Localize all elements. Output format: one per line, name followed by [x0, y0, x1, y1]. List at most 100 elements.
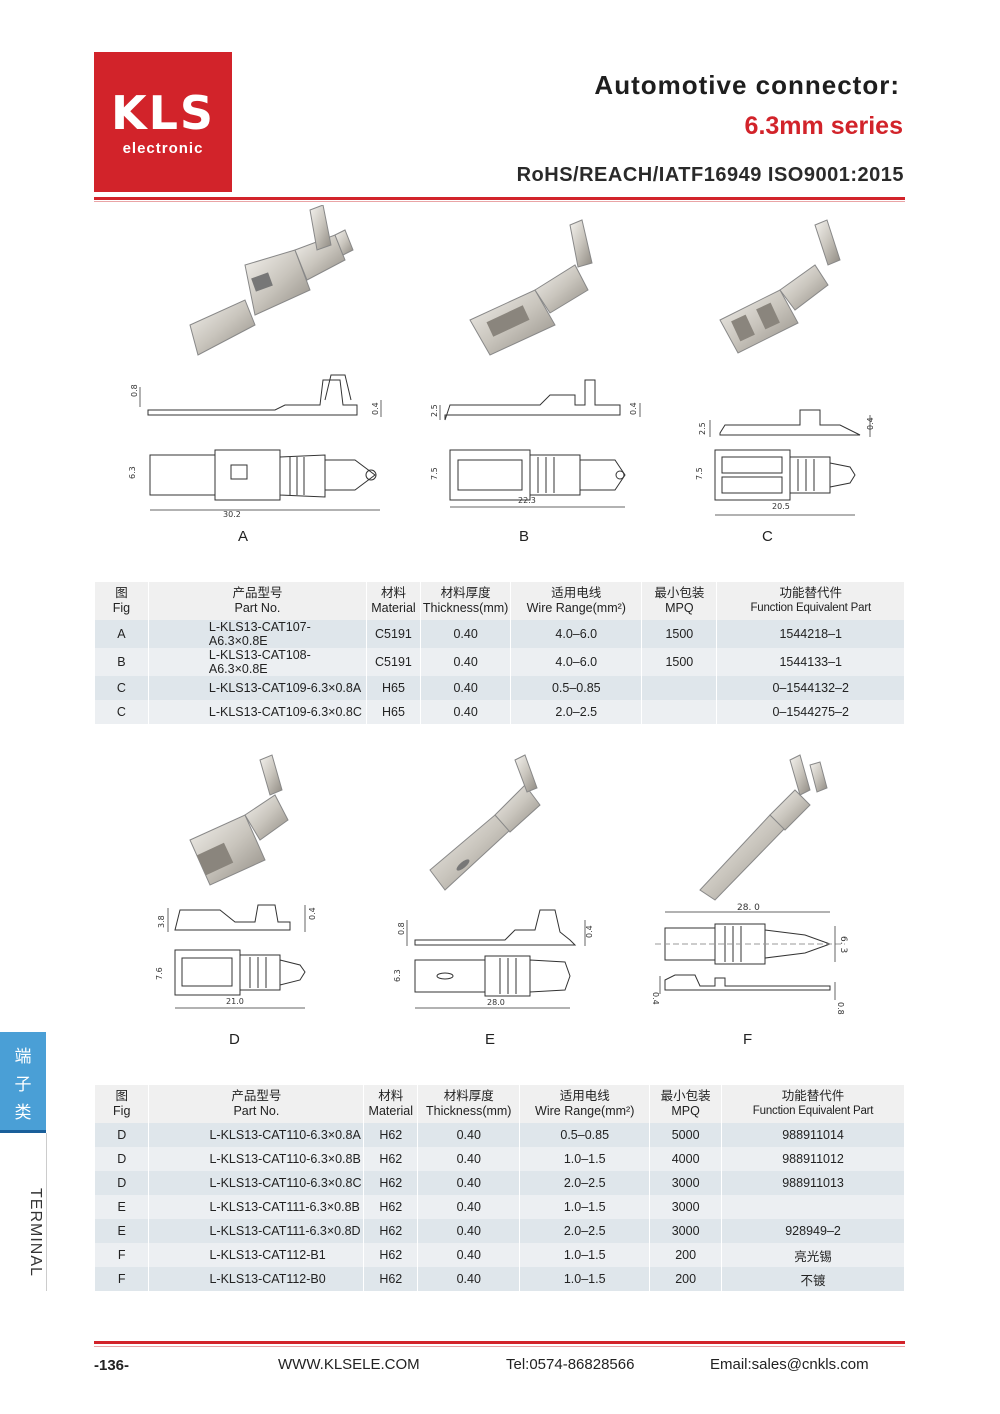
cell-part: L-KLS13-CAT111-6.3×0.8B [148, 1195, 365, 1219]
table-row: D L-KLS13-CAT110-6.3×0.8B H62 0.40 1.0–1… [95, 1147, 905, 1171]
cell-mpq [641, 700, 718, 724]
dim-length-d: 21.0 [226, 997, 244, 1006]
cell-wire: 4.0–6.0 [510, 648, 643, 676]
side-tab-char-3: 类 [14, 1103, 32, 1122]
side-tab-terminal: TERMINAL [27, 1188, 44, 1277]
table-row: D L-KLS13-CAT110-6.3×0.8C H62 0.40 2.0–2… [95, 1171, 905, 1195]
cell-thickness: 0.40 [417, 1243, 521, 1267]
figure-label-e: E [485, 1031, 496, 1048]
cell-wire: 2.0–2.5 [519, 1171, 651, 1195]
cell-fig: D [95, 1171, 150, 1195]
cell-part: L-KLS13-CAT108-A6.3×0.8E [148, 648, 368, 676]
cell-fig: A [95, 620, 149, 648]
side-tab-category: 端 子 类 [0, 1032, 46, 1132]
footer-website[interactable]: WWW.KLSELE.COM [278, 1356, 420, 1373]
cell-mpq: 5000 [649, 1123, 723, 1147]
cell-material: H62 [363, 1171, 419, 1195]
cell-mpq [641, 676, 718, 700]
dim-width-f: 6. 3 [838, 936, 848, 953]
dim-thick-e: 0.8 [397, 922, 406, 935]
cell-equiv: 988911014 [721, 1123, 905, 1147]
top-view-e [414, 955, 571, 1009]
table-row: F L-KLS13-CAT112-B0 H62 0.40 1.0–1.5 200… [95, 1267, 905, 1291]
cell-equiv: 988911013 [721, 1171, 905, 1195]
cell-thickness: 0.40 [420, 676, 512, 700]
side-view-f [659, 974, 836, 1000]
figure-label-f: F [743, 1031, 753, 1048]
top-view-d [174, 949, 306, 1009]
cell-wire: 4.0–6.0 [510, 620, 643, 648]
cell-part: L-KLS13-CAT112-B1 [148, 1243, 365, 1267]
cell-material: H65 [366, 676, 421, 700]
cell-mpq: 1500 [641, 648, 718, 676]
side-view-c [709, 409, 871, 437]
dim-thick-b: 2.5 [430, 404, 439, 417]
cell-fig: C [95, 700, 149, 724]
cell-fig: D [95, 1123, 150, 1147]
table-row: A L-KLS13-CAT107-A6.3×0.8E C5191 0.40 4.… [95, 620, 905, 648]
cell-mpq: 200 [649, 1267, 723, 1291]
cell-thickness: 0.40 [417, 1171, 521, 1195]
top-view-f [655, 911, 845, 965]
cell-equiv: 0–1544275–2 [716, 700, 905, 724]
cell-equiv: 亮光锡 [721, 1243, 905, 1267]
terminal-photo-c [719, 219, 841, 354]
cell-mpq: 200 [649, 1243, 723, 1267]
cell-equiv: 0–1544132–2 [716, 676, 905, 700]
table-row: C L-KLS13-CAT109-6.3×0.8C H65 0.40 2.0–2… [95, 700, 905, 724]
cell-mpq: 3000 [649, 1171, 723, 1195]
logo-subtext: electronic [122, 140, 204, 157]
cell-part: L-KLS13-CAT109-6.3×0.8C [148, 700, 368, 724]
cell-material: H62 [363, 1123, 419, 1147]
cell-part: L-KLS13-CAT110-6.3×0.8A [148, 1123, 365, 1147]
figure-e-drawing: 0.8 0.4 6.3 28.0 [393, 754, 594, 1009]
footer-email[interactable]: Email:sales@cnkls.com [710, 1356, 869, 1373]
terminal-photo-d [189, 754, 289, 886]
cell-wire: 2.0–2.5 [519, 1219, 651, 1243]
dim-thick-f: 0.8 [836, 1002, 845, 1015]
cell-thickness: 0.40 [420, 700, 512, 724]
side-tab-divider [0, 1130, 46, 1133]
figure-f-drawing: 28. 0 6. 3 0.4 0.8 [651, 754, 848, 1015]
page-number: -136- [94, 1357, 130, 1374]
certifications: RoHS/REACH/IATF16949 ISO9001:2015 [516, 164, 904, 186]
dim-width-d: 7.6 [155, 967, 164, 980]
side-view-e [406, 909, 586, 946]
cell-material: C5191 [366, 620, 421, 648]
cell-part: L-KLS13-CAT112-B0 [148, 1267, 365, 1291]
cell-equiv: 1544218–1 [716, 620, 905, 648]
cell-wire: 1.0–1.5 [519, 1147, 651, 1171]
cell-fig: E [95, 1195, 150, 1219]
cell-equiv: 928949–2 [721, 1219, 905, 1243]
cell-part: L-KLS13-CAT111-6.3×0.8D [148, 1219, 365, 1243]
footer-phone: Tel:0574-86828566 [506, 1356, 635, 1373]
dim-tab-c: 0.4 [866, 417, 875, 430]
cell-wire: 0.5–0.85 [510, 676, 643, 700]
cell-mpq: 4000 [649, 1147, 723, 1171]
footer-divider-thin [94, 1346, 905, 1347]
cell-material: H65 [366, 700, 421, 724]
table-row: E L-KLS13-CAT111-6.3×0.8D H62 0.40 2.0–2… [95, 1219, 905, 1243]
cell-mpq: 3000 [649, 1219, 723, 1243]
dim-thick-a: 0.8 [130, 384, 139, 397]
cell-thickness: 0.40 [417, 1195, 521, 1219]
side-view-d [167, 904, 306, 932]
figure-a-drawing: 0.8 0.4 6.3 30.2 [128, 205, 382, 519]
dim-tab-d: 0.4 [308, 907, 317, 920]
cell-material: H62 [363, 1267, 419, 1291]
cell-equiv: 988911012 [721, 1147, 905, 1171]
figure-label-c: C [762, 528, 773, 545]
cell-wire: 1.0–1.5 [519, 1195, 651, 1219]
figure-d-drawing: 3.8 0.4 7.6 21.0 [155, 754, 317, 1009]
dim-length-e: 28.0 [487, 998, 505, 1007]
